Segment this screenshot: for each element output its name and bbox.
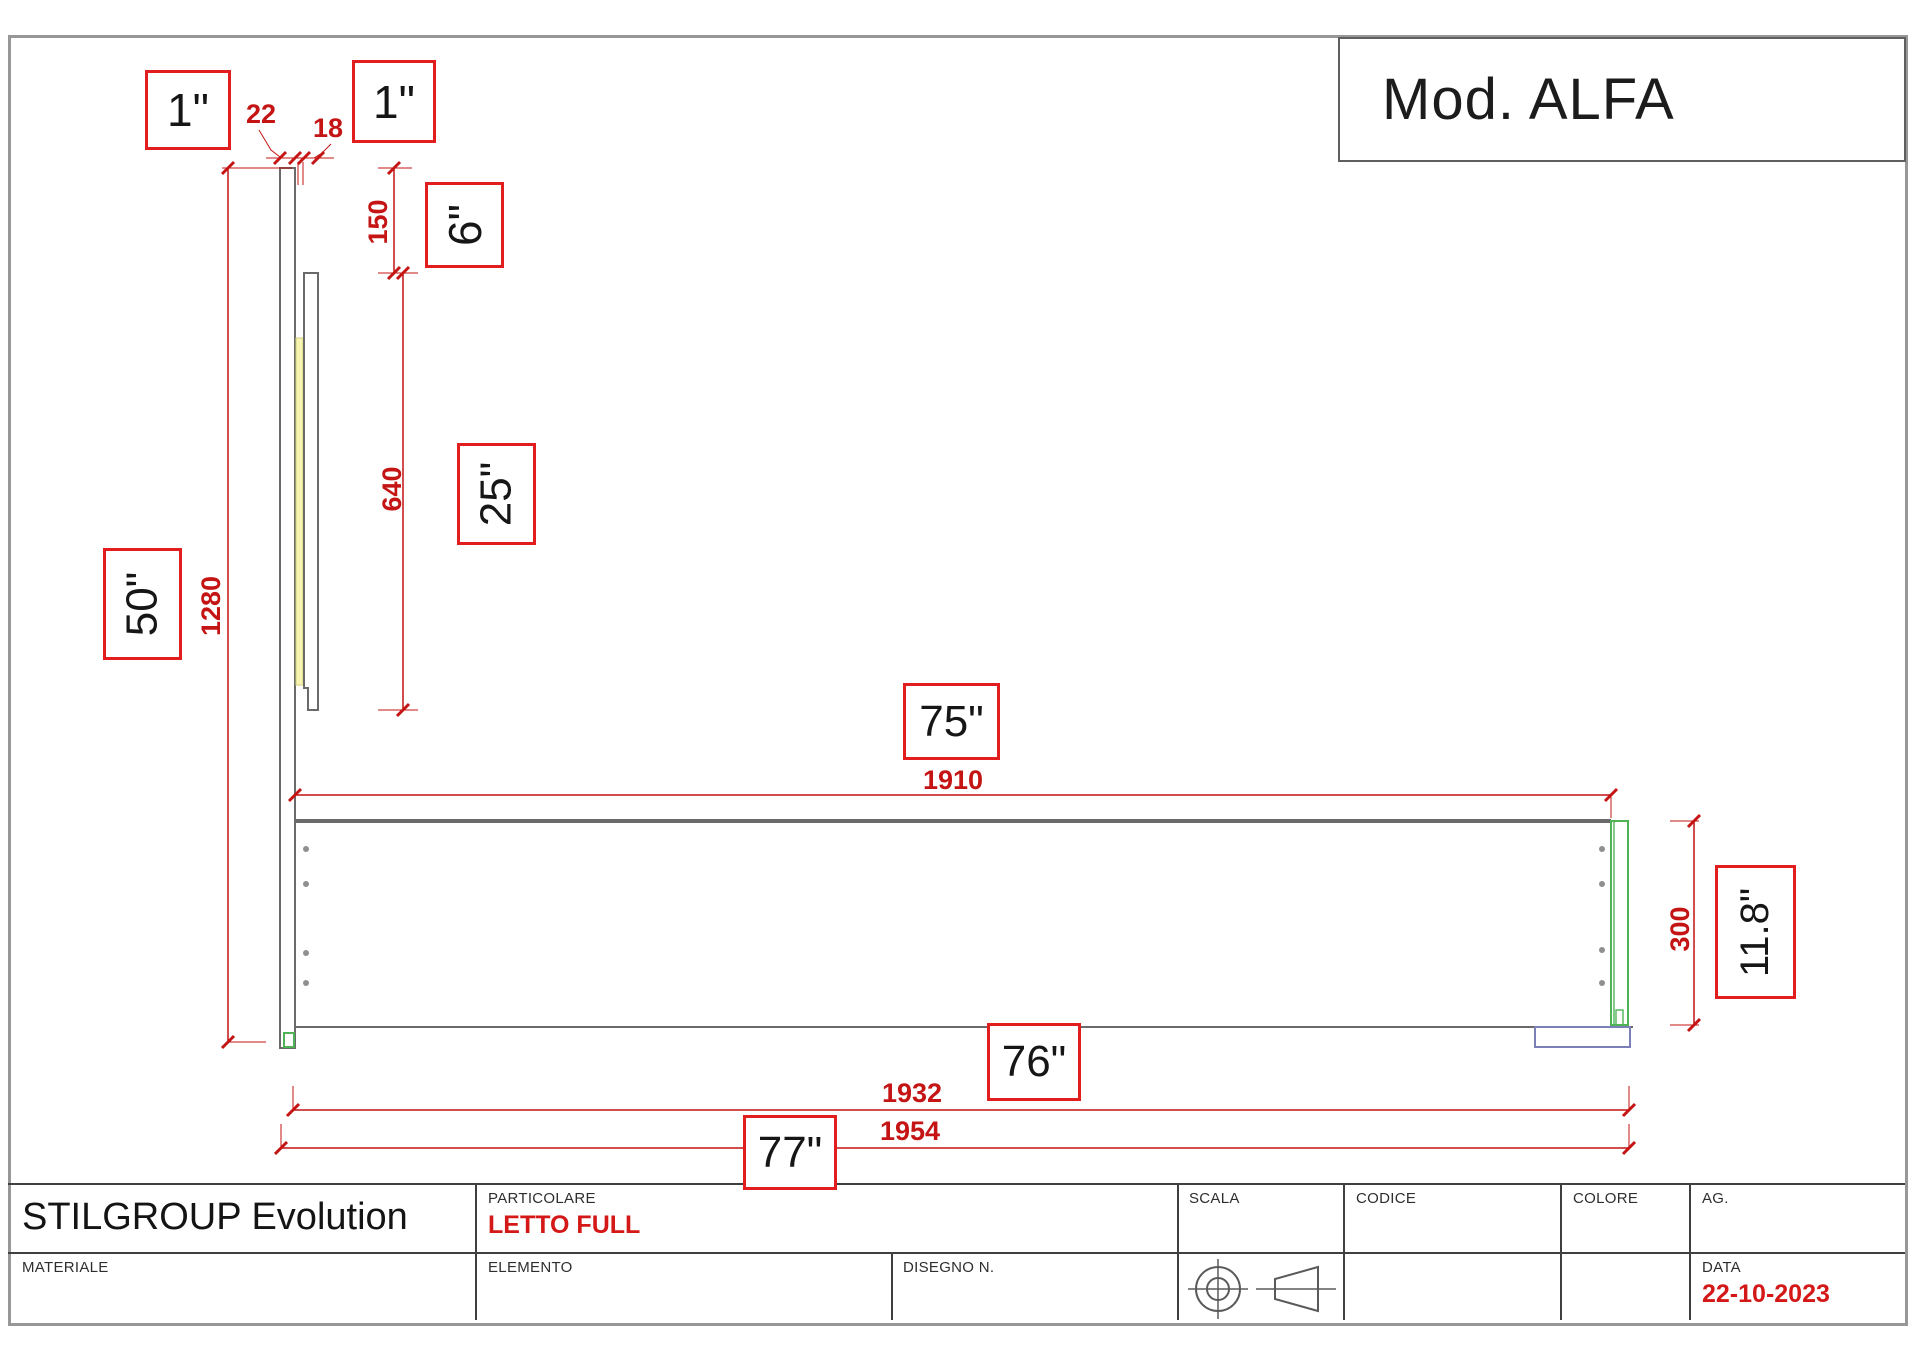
codice-label: CODICE — [1356, 1190, 1417, 1207]
model-title-box: Mod. ALFA — [1338, 37, 1906, 162]
titleblock-divider-4 — [1343, 1183, 1345, 1320]
dimension-ticks — [220, 150, 1702, 1156]
headboard-panel — [279, 167, 296, 1049]
disegno-label: DISEGNO N. — [903, 1259, 995, 1276]
data-value: 22-10-2023 — [1702, 1280, 1830, 1308]
dim-frame-length: 1910 — [922, 764, 984, 795]
footboard-end-panel — [1610, 820, 1629, 1026]
dim-overall-length: 1954 — [879, 1115, 941, 1146]
dim-top-gap: 150 — [362, 199, 393, 245]
inch-box-base-length: 76" — [987, 1023, 1081, 1101]
titleblock-divider-6 — [1689, 1183, 1691, 1320]
dim-rail-thickness: 18 — [312, 112, 344, 143]
bed-frame — [295, 819, 1633, 1028]
inch-box-top-gap: 6" — [425, 182, 504, 268]
headboard-inner-rail — [303, 272, 319, 711]
inch-box-rail-thickness: 1" — [352, 60, 436, 143]
dim-panel-thickness: 22 — [245, 98, 277, 129]
dim-frame-height: 300 — [1664, 906, 1695, 952]
dimension-lines — [222, 129, 1699, 1149]
inch-box-rail-length: 25" — [457, 443, 536, 545]
titleblock-top-line — [8, 1183, 1905, 1185]
frame-screw-holes — [303, 846, 1605, 986]
data-label: DATA — [1702, 1259, 1741, 1276]
company-name: STILGROUP Evolution — [22, 1196, 408, 1238]
inch-box-headboard-height: 50" — [103, 548, 182, 660]
titleblock-divider-5 — [1560, 1183, 1562, 1320]
inch-box-panel-thickness: 1" — [145, 70, 231, 150]
dim-headboard-height: 1280 — [195, 575, 226, 637]
scala-label: SCALA — [1189, 1190, 1240, 1207]
particolare-label: PARTICOLARE — [488, 1190, 596, 1207]
sheet-border — [8, 35, 1908, 1326]
titleblock-row-divider — [8, 1252, 1905, 1254]
inch-box-overall-length: 77" — [743, 1115, 837, 1190]
model-title: Mod. ALFA — [1382, 67, 1675, 132]
elemento-label: ELEMENTO — [488, 1259, 573, 1276]
materiale-label: MATERIALE — [22, 1259, 109, 1276]
led-strip — [295, 337, 304, 686]
titleblock-divider-1 — [475, 1183, 477, 1320]
inch-box-frame-length: 75" — [903, 683, 1000, 760]
titleblock-divider-2 — [891, 1252, 893, 1320]
bed-foot-block — [1534, 1026, 1631, 1048]
dim-rail-length: 640 — [376, 466, 407, 512]
ag-label: AG. — [1702, 1190, 1729, 1207]
projection-symbol-icon — [1188, 1259, 1336, 1319]
titleblock-divider-3 — [1177, 1183, 1179, 1320]
inch-box-frame-height: 11.8" — [1715, 865, 1796, 999]
dim-base-length: 1932 — [881, 1077, 943, 1108]
particolare-value: LETTO FULL — [488, 1211, 641, 1239]
colore-label: COLORE — [1573, 1190, 1639, 1207]
headboard-foot-glide — [283, 1032, 295, 1048]
